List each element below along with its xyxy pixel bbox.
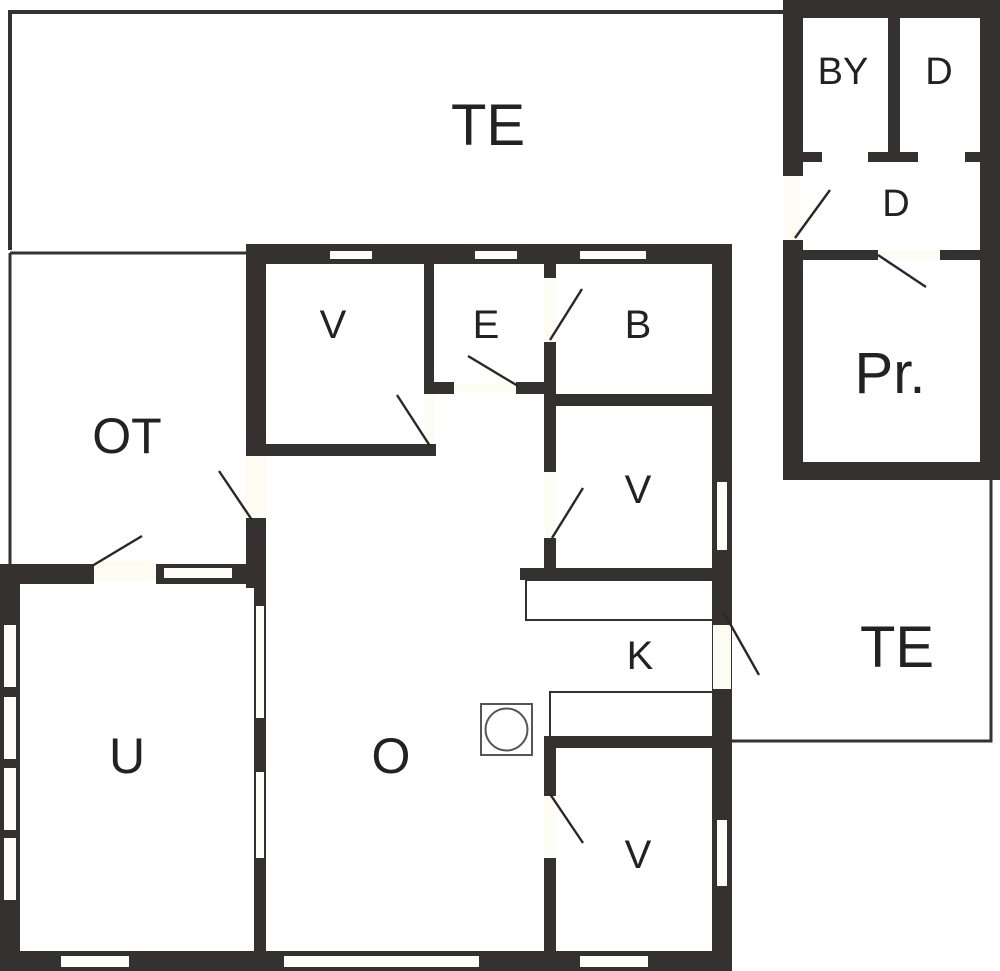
house-walls [0, 244, 732, 971]
door-swings [91, 288, 761, 844]
room-label-pr: Pr. [854, 341, 926, 406]
room-label-te-east: TE [859, 615, 935, 680]
terrace-outlines [8, 10, 993, 743]
room-label-e: E [472, 303, 500, 347]
room-label-u: U [108, 728, 146, 784]
room-label-by: BY [817, 51, 869, 93]
room-label-ot: OT [92, 408, 162, 464]
room-label-v-se: V [624, 833, 652, 877]
room-label-v-ne: V [624, 468, 652, 512]
room-label-v-nw: V [319, 303, 347, 347]
outbuilding-walls [783, 0, 1000, 480]
room-label-te-north: TE [450, 93, 526, 158]
room-label-o: O [371, 728, 411, 784]
room-label-d-hall: D [882, 183, 910, 225]
room-label-d-upper: D [925, 51, 953, 93]
room-label-k: K [626, 634, 654, 678]
room-label-b: B [624, 303, 652, 347]
stove-icon [480, 703, 533, 756]
